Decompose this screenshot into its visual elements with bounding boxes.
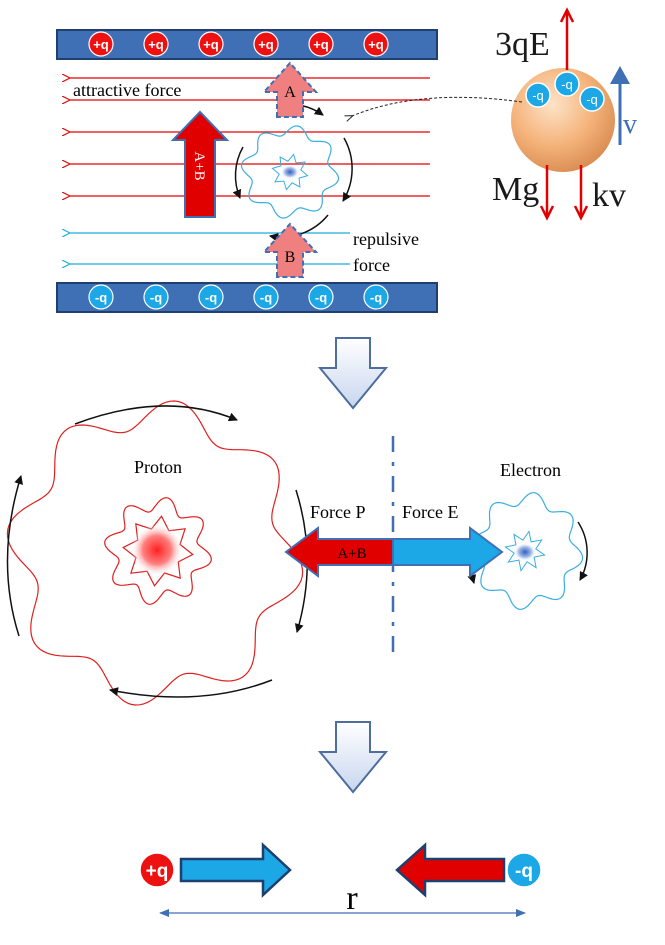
positive-charges: +q +q +q +q +q +q [88,31,389,57]
proton-inner-wave [122,515,194,587]
positive-charge: +q [139,852,175,888]
small-atom [232,103,353,242]
proton-core [131,524,183,576]
proton-label: Proton [134,457,182,477]
force-e-label: Force E [402,502,458,522]
repulsive-label-line2: force [353,255,390,275]
svg-text:-q: -q [95,290,107,305]
drag-label: kv [592,177,626,214]
svg-text:+q: +q [146,861,169,882]
force-p-label: Force P [310,502,366,522]
proton-middle-wave [104,497,212,605]
atom-inner-wave [271,153,309,191]
atom-outer-wave [240,125,340,219]
distance-label: r [346,880,358,917]
proton-spin-arrow [6,475,23,637]
proton-spin-arrow [109,679,273,698]
negative-charges: -q -q -q -q -q -q [88,284,389,310]
negative-attraction-arrow [395,842,506,898]
proton-spin-arrow [74,405,238,425]
svg-text:-q: -q [205,290,217,305]
force-sum-arrow: A+B [170,110,230,218]
plate-positive-charge: +q [308,31,334,57]
electron-charge: -q [579,86,605,112]
plate-positive-charge: +q [88,31,114,57]
proton-electron-panel: Proton Electron A+B Force P Force E [6,400,588,706]
transition-arrow-down [317,721,389,794]
svg-text:-q: -q [150,290,162,305]
force-p-sum-label: A+B [337,546,366,562]
force-b-label: B [285,249,296,266]
svg-text:-q: -q [532,88,544,103]
electric-force-label: 3qE [495,26,550,63]
electron-core [514,543,536,561]
svg-text:+q: +q [93,37,109,52]
svg-text:+q: +q [368,37,384,52]
attractive-field-lines [70,78,430,196]
force-p-arrow: A+B [284,526,394,578]
atom-core [281,165,299,179]
capacitor-panel: +q+q+q+q+q+q attractive force repulsive … [56,29,442,313]
svg-text:+q: +q [258,37,274,52]
electron-label: Electron [500,460,561,480]
spin-arrow [342,137,353,202]
positive-attraction-arrow [179,842,292,898]
plate-positive-charge: +q [363,31,389,57]
svg-text:-q: -q [586,92,598,107]
coulomb-panel: +q -q r [139,842,542,917]
electron-spin-arrow [577,521,588,581]
svg-text:-q: -q [370,290,382,305]
plate-negative-charge: -q [198,284,224,310]
plate-positive-charge: +q [198,31,224,57]
svg-text:+q: +q [203,37,219,52]
gravity-label: Mg [492,171,539,208]
plate-negative-charge: -q [363,284,389,310]
plate-negative-charge: -q [143,284,169,310]
negative-charge: -q [506,852,542,888]
svg-text:-q: -q [315,290,327,305]
electron-inner-wave [504,530,546,572]
attractive-force-label: attractive force [73,80,181,100]
force-sum-label: A+B [191,151,207,180]
plate-positive-charge: +q [143,31,169,57]
plate-negative-charge: -q [88,284,114,310]
plate-negative-charge: -q [308,284,334,310]
plate-negative-charge: -q [253,284,279,310]
plate-positive-charge: +q [253,31,279,57]
svg-text:-q: -q [260,290,272,305]
force-a-label: A [284,84,296,101]
force-a-arrow: A [261,61,319,118]
transition-arrow-down [317,337,389,410]
svg-text:+q: +q [148,37,164,52]
force-b-arrow: B [261,222,319,278]
electron-charge: -q [554,71,580,97]
spin-arrow [232,146,244,199]
oil-drop-panel: 3qE v Mg kv -q -q -q [352,7,637,221]
velocity-label: v [623,109,637,140]
svg-text:+q: +q [313,37,329,52]
proton-outer-wave [6,400,304,706]
force-e-arrow [392,526,504,578]
repulsive-label-line1: repulsive [353,229,419,249]
electron-charge: -q [525,82,551,108]
svg-text:-q: -q [561,77,573,92]
svg-text:-q: -q [515,861,533,882]
